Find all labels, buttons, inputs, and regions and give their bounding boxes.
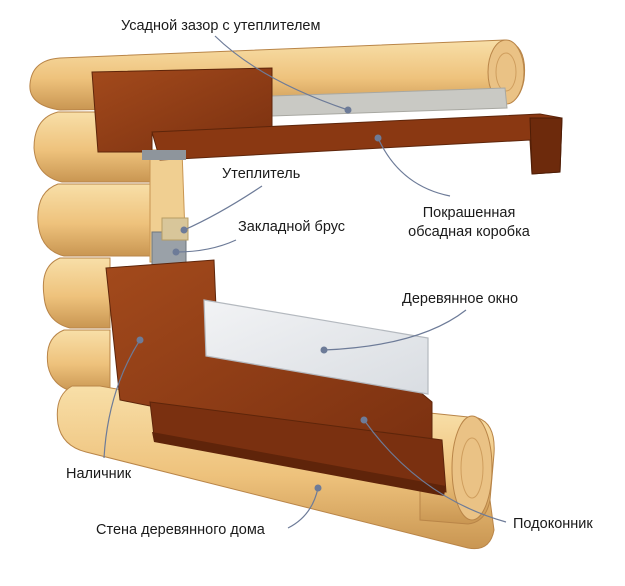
label-painted-casing-line2: обсадная коробка (408, 224, 530, 240)
leader-trim (103, 339, 141, 459)
leader-insulation (183, 185, 263, 231)
label-house-wall: Стена деревянного дома (96, 522, 265, 538)
bottom-casing (105, 259, 447, 496)
sill-board (149, 401, 447, 493)
leader-windowsill (363, 419, 507, 523)
leader-painted-casing (377, 137, 451, 197)
top-log-ring (495, 52, 517, 92)
left-log-4 (46, 329, 111, 393)
label-painted-casing-line1: Покрашенная (422, 205, 516, 221)
sill-front (152, 432, 446, 496)
label-embedded-beam: Закладной брус (238, 219, 346, 235)
left-log-2 (37, 183, 151, 257)
dot-painted-casing (374, 134, 382, 142)
label-shrink-gap: Усадной зазор с утеплителем (121, 18, 321, 34)
dot-windowsill (360, 416, 368, 424)
top-casing (91, 67, 563, 175)
dot-shrink-gap (344, 106, 352, 114)
window-glass (203, 299, 429, 395)
right-lower-log-ring (460, 437, 484, 499)
top-casing-lip (529, 117, 563, 175)
right-lower-log-end (451, 415, 493, 521)
dot-house-wall (314, 484, 322, 492)
leader-dots (136, 106, 382, 492)
leader-house-wall (287, 487, 319, 529)
insulation-block (161, 217, 189, 241)
leader-embedded-beam (175, 239, 237, 253)
left-log-3 (42, 257, 111, 329)
leader-wooden-window (323, 309, 467, 351)
dot-embedded-beam (172, 248, 180, 256)
leader-shrink-gap (214, 35, 349, 111)
label-painted-casing: Покрашенная обсадная коробка (396, 204, 542, 242)
label-windowsill: Подоконник (513, 516, 593, 532)
dot-wooden-window (320, 346, 328, 354)
metal-plate-top (142, 150, 186, 160)
dot-trim (136, 336, 144, 344)
label-insulation: Утеплитель (222, 166, 301, 182)
dot-insulation (180, 226, 188, 234)
label-wooden-window: Деревянное окно (402, 291, 519, 307)
label-trim: Наличник (66, 466, 132, 482)
leader-lines (103, 35, 507, 529)
